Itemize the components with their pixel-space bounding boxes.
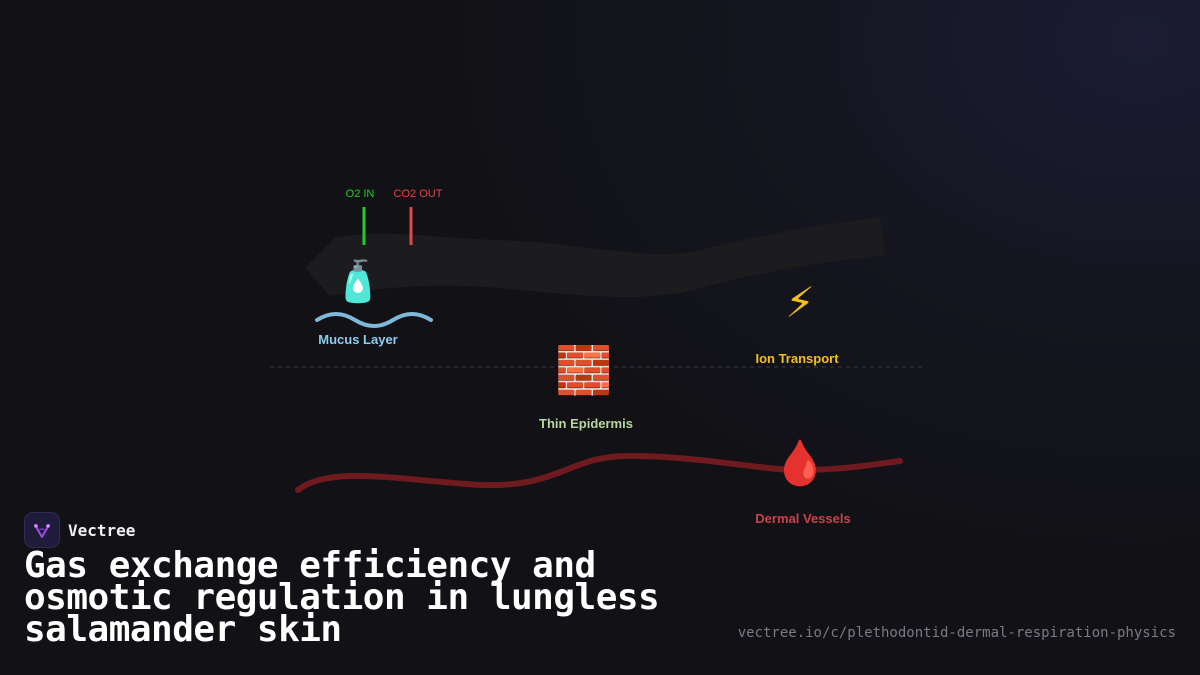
co2-out-label: CO2 OUT [393, 188, 443, 200]
mucus-layer-label: Mucus Layer [318, 332, 398, 347]
page-title: Gas exchange efficiency and osmotic regu… [24, 545, 660, 650]
lotion-bottle-icon: 🧴 [333, 259, 383, 305]
brand-name: Vectree [68, 520, 136, 540]
dermal-vessels-label: Dermal Vessels [755, 511, 851, 526]
ion-transport-label: Ion Transport [755, 351, 839, 366]
o2-in-label: O2 IN [345, 188, 375, 200]
mucus-wave [315, 312, 433, 328]
vectree-logo-icon [24, 512, 60, 548]
brand: Vectree [24, 512, 135, 548]
lightning-icon: ⚡ [785, 278, 815, 327]
brick-icon: 🧱 [555, 343, 613, 397]
blood-drop-icon: 🩸 [772, 438, 828, 489]
thin-epidermis-label: Thin Epidermis [539, 416, 633, 431]
source-url[interactable]: vectree.io/c/plethodontid-dermal-respira… [737, 625, 1176, 641]
dermal-vessel-line [295, 452, 903, 493]
skin-surface-band [305, 217, 885, 298]
